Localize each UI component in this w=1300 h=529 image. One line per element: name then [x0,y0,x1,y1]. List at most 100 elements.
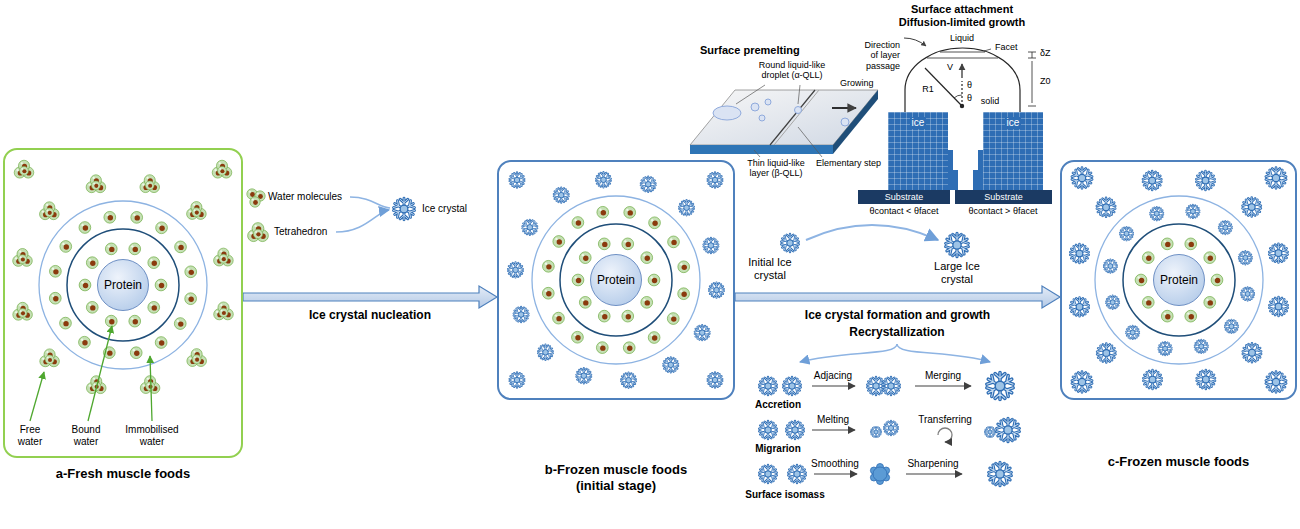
annotation-label: θcontact > θfacet [969,206,1038,216]
annotation-label: Elementary step [816,158,881,168]
water-molecule [622,310,634,322]
ice-crystal [663,357,679,372]
water-tetrahedron [214,302,234,320]
water-molecule [1161,310,1173,322]
label-box: Merging [925,370,961,382]
ice-crystal [1150,207,1164,221]
ice-crystal [708,282,724,297]
protein-circle: Protein [97,259,149,311]
water-molecule [79,279,91,291]
premelting-slab [736,85,800,104]
annotation-label: Immobilised water [122,424,182,447]
ice-crystal [1103,259,1117,273]
label-box: Free water [15,424,45,447]
ice-crystal [1106,296,1120,310]
panel-contents [13,160,1289,393]
sample-panel: c-Frozen muscle foodsProtein [1060,160,1297,400]
water-molecule [1135,274,1147,286]
water-molecule [668,236,680,248]
water-tetrahedron [212,160,232,178]
label-box: Surface attachment Diffusion-limited gro… [886,3,1038,28]
dome-diagram [960,104,963,107]
water-molecule [50,265,62,277]
sample-panel: a-Fresh muscle foodsProtein [3,148,243,458]
hydration-ring [1123,224,1235,336]
dome-diagram [961,81,962,106]
ice-crystal [640,177,656,192]
label-box: Surface premelting [700,44,800,57]
recrystallization-rows [882,377,901,395]
ice-crystal [507,262,523,277]
growth-arc [781,234,800,252]
recrystallization-rows [870,464,889,485]
label-box: θcontact > θfacet [969,206,1038,216]
ice-crystal [1242,343,1262,362]
annotation-label: Large Ice crystal [929,260,985,285]
recrystallization-rows [759,377,778,395]
leader-arrow [150,356,152,421]
water-molecule [60,317,72,329]
label-box: Ice crystal [422,203,467,215]
label-box: Adjacing [814,370,852,382]
annotation-label: Thin liquid-like layer (β-QLL) [740,158,812,179]
water-molecule [129,243,141,255]
edge-label-box: Ice crystal nucleation [309,309,431,323]
label-box: Z0 [1040,76,1051,86]
label-box: Immobilised water [122,424,182,447]
ice-crystal [1196,370,1216,389]
water-molecule [148,257,160,269]
annotation-label: Z0 [1040,76,1051,86]
premelting-slab [832,107,856,109]
water-molecule [572,274,584,286]
ice-crystal [1119,227,1133,241]
water-molecule [596,342,608,354]
water-molecule [129,315,141,327]
label-box: Elementary step [816,158,881,168]
annotation-label: Merging [925,370,961,382]
label-box: Water molecules [268,191,342,203]
hydration-ring [67,229,179,341]
annotation-label: Sharpening [907,458,958,470]
premelting-slab [798,127,822,157]
ice-crystal [1158,342,1172,356]
recrystallization-brace [800,344,897,362]
label-box: Accretion [755,399,801,411]
recrystallization-rows [988,462,1013,485]
premelting-slab [795,107,802,114]
label-box: Smoothing [811,458,859,470]
ice-crystal [553,187,569,202]
dome-diagram [984,49,991,51]
water-molecule [553,312,565,324]
water-molecule [185,266,197,278]
dome-diagram [1028,52,1036,106]
water-molecule [667,313,679,325]
water-molecule [623,342,635,354]
water-molecule [1204,296,1216,308]
label-box: Large Ice crystal [929,260,985,285]
recrystallization-rows [812,429,855,430]
annotation-label: θcontact < θfacet [870,206,939,216]
water-molecule [175,241,187,253]
ice-crystal [1196,171,1216,190]
hydration-ring [1095,196,1263,364]
water-molecule [79,336,91,348]
water-molecule [1142,296,1154,308]
annotation-label: Transferring [918,414,972,426]
annotation-label: solid [981,96,1000,106]
ice-crystal [707,172,723,187]
premelting-slab [770,90,815,145]
recrystallization-rows [996,418,1021,441]
annotation-label: Surface isomass [745,489,825,501]
ice-crystal [1265,168,1287,189]
dome-diagram [954,95,962,98]
water-tetrahedron [140,175,160,193]
edge-label-box: Ice crystal formation and growth [805,309,990,323]
annotation-label: Adjacing [814,370,852,382]
node-text: Protein [104,278,142,292]
water-molecule [543,260,555,272]
water-molecule [131,212,143,224]
legend-icons [250,197,260,207]
node-text: Substrate [885,192,924,203]
recrystallization-rows [814,473,857,474]
